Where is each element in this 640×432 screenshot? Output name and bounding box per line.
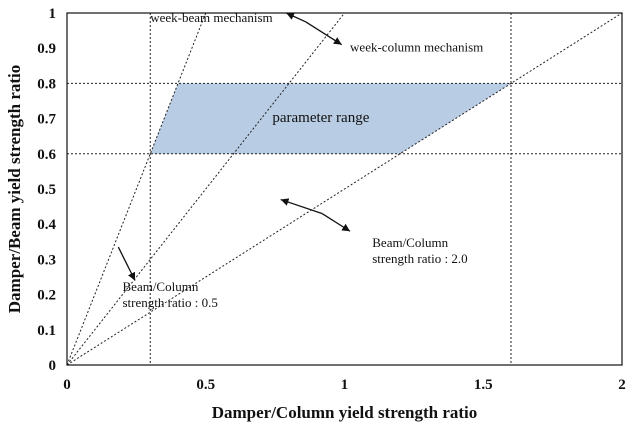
parameter-range-region (150, 83, 511, 154)
x-axis-label: Damper/Column yield strength ratio (212, 403, 478, 422)
y-tick-label: 0.9 (37, 41, 56, 57)
x-tick-label: 1 (341, 377, 349, 393)
annotation-line: strength ratio : 2.0 (372, 251, 467, 266)
arrows (117, 12, 351, 281)
x-tick-label: 1.5 (474, 377, 493, 393)
annotation-arrow-0 (285, 12, 306, 23)
annotation-arrow-1 (305, 21, 343, 46)
series-line-2 (66, 12, 623, 366)
series-line-1 (66, 12, 345, 366)
y-tick-label: 0.8 (37, 76, 56, 92)
y-tick-label: 0.4 (37, 217, 56, 233)
y-axis-label: Damper/Beam yield strength ratio (5, 65, 24, 314)
annotation-line: strength ratio : 0.5 (123, 295, 218, 310)
x-tick-labels: 0 0.5 1 1.5 2 (63, 377, 626, 393)
y-tick-label: 0.1 (37, 323, 56, 339)
plot-frame (66, 12, 623, 366)
annotation-1: week-column mechanism (350, 40, 483, 55)
annotation-4: parameter range (272, 110, 369, 126)
annotation-line: week-beam mechanism (150, 10, 272, 25)
y-tick-label: 0.3 (37, 252, 56, 268)
annotation-arrow-3 (321, 213, 351, 232)
y-tick-labels: 0 0.1 0.2 0.3 0.4 0.5 0.6 0.7 0.8 0.9 1 (37, 6, 56, 374)
annotation-line: Beam/Column (372, 235, 448, 250)
y-tick-label: 0 (49, 358, 57, 374)
annotation-arrow-4 (117, 246, 136, 281)
y-tick-label: 0.2 (37, 288, 56, 304)
x-tick-label: 0.5 (196, 377, 215, 393)
y-tick-label: 0.7 (37, 112, 56, 128)
annotations: week-beam mechanism week-column mechanism… (123, 10, 484, 310)
annotation-arrow-2 (280, 198, 323, 215)
annotation-0: week-beam mechanism (150, 10, 272, 25)
x-tick-label: 0 (63, 377, 71, 393)
annotation-line: parameter range (272, 110, 369, 126)
annotation-line: Beam/Column (123, 279, 199, 294)
series-line-0 (66, 12, 207, 366)
series-lines (66, 12, 623, 366)
region-layer (150, 83, 511, 154)
annotation-line: week-column mechanism (350, 40, 483, 55)
y-tick-label: 1 (49, 6, 57, 22)
x-tick-label: 2 (618, 377, 626, 393)
y-tick-label: 0.6 (37, 147, 56, 163)
y-tick-label: 0.5 (37, 182, 56, 198)
reference-lines (67, 13, 622, 365)
